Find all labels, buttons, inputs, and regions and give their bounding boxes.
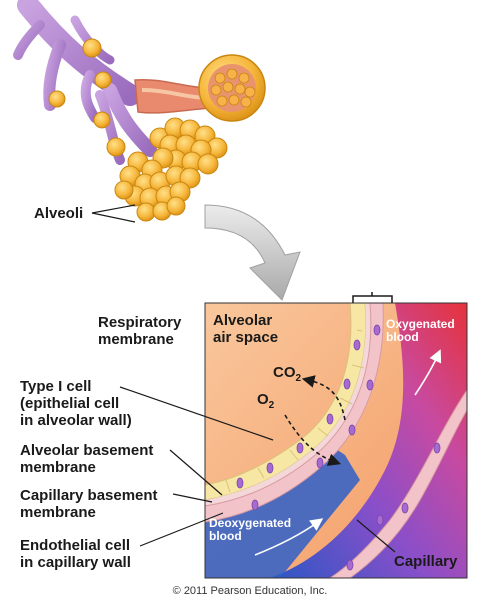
alveoli-clusters	[48, 38, 228, 222]
capillary-basement-membrane-label: Capillary basement membrane	[20, 487, 158, 521]
leader-lines	[91, 204, 396, 553]
alveolar-air-space-label: Alveolar air space	[213, 312, 279, 346]
co2-label: CO2	[273, 364, 302, 384]
endothelial-cell-label: Endothelial cell in capillary wall	[20, 537, 131, 571]
capillary-label: Capillary	[394, 553, 458, 570]
zoom-arrow	[204, 204, 301, 301]
respiratory-membrane-label: Respiratory membrane	[98, 314, 182, 348]
oxygenated-blood-label: Oxygenated blood	[386, 317, 455, 344]
magnified-view	[205, 303, 467, 578]
o2-label: O2	[257, 391, 275, 411]
membrane-bracket	[352, 292, 393, 303]
bronchiole-tree	[13, 0, 189, 165]
alveolar-basement-membrane-label: Alveolar basement membrane	[20, 442, 154, 476]
type1-cell-label: Type I cell (epithelial cell in alveolar…	[20, 378, 132, 429]
alveoli-label: Alveoli	[34, 205, 84, 222]
deoxygenated-blood-label: Deoxygenated blood	[209, 516, 292, 543]
alveolar-sac-section	[198, 54, 266, 122]
copyright-credit: © 2011 Pearson Education, Inc.	[172, 585, 328, 597]
